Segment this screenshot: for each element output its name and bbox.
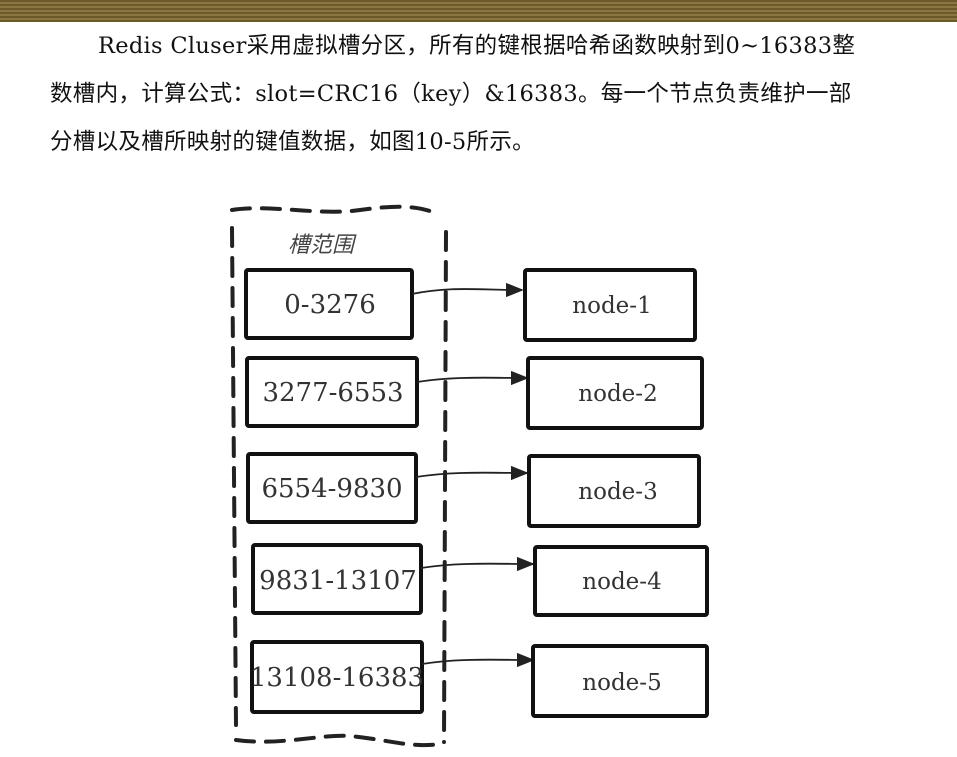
node-box-3: [527, 454, 701, 528]
paragraph-line-3: 分槽以及槽所映射的键值数据，如图10-5所示。: [50, 129, 535, 155]
slot-range-container: [230, 204, 448, 748]
node-box-2: [526, 356, 704, 430]
slot-box-3: [246, 452, 418, 524]
arrow-2: [416, 370, 529, 386]
slot-range-label-1: 0-3276: [284, 290, 376, 320]
node-label-3: node-3: [578, 479, 657, 505]
node-box-5: [531, 644, 709, 718]
paragraph-line-2: 数槽内，计算公式：slot=CRC16（key）&16383。每一个节点负责维护…: [50, 81, 852, 107]
node-box-4: [533, 545, 709, 617]
arrow-3: [415, 465, 529, 481]
slot-range-label-5: 13108-16383: [250, 663, 424, 693]
arrow-5: [421, 652, 535, 668]
slot-range-label-2: 3277-6553: [262, 378, 403, 408]
slot-box-2: [245, 356, 419, 428]
column-title: 槽范围: [288, 233, 357, 258]
slot-box-1: [244, 268, 414, 340]
arrow-1: [411, 282, 524, 298]
slot-range-label-4: 9831-13107: [259, 566, 417, 596]
node-label-1: node-1: [572, 293, 651, 319]
arrow-4: [420, 556, 535, 572]
node-box-1: [523, 268, 697, 342]
slot-range-label-3: 6554-9830: [261, 474, 402, 504]
node-label-2: node-2: [578, 381, 657, 407]
top-decorative-band: [0, 0, 957, 22]
slot-box-5: [250, 640, 424, 714]
paragraph-line-1: Redis Cluser采用虚拟槽分区，所有的键根据哈希函数映射到0~16383…: [98, 33, 856, 59]
node-label-5: node-5: [582, 670, 661, 696]
node-label-4: node-4: [582, 569, 661, 595]
body-paragraph: Redis Cluser采用虚拟槽分区，所有的键根据哈希函数映射到0~16383…: [50, 22, 910, 166]
slot-box-4: [251, 543, 423, 615]
